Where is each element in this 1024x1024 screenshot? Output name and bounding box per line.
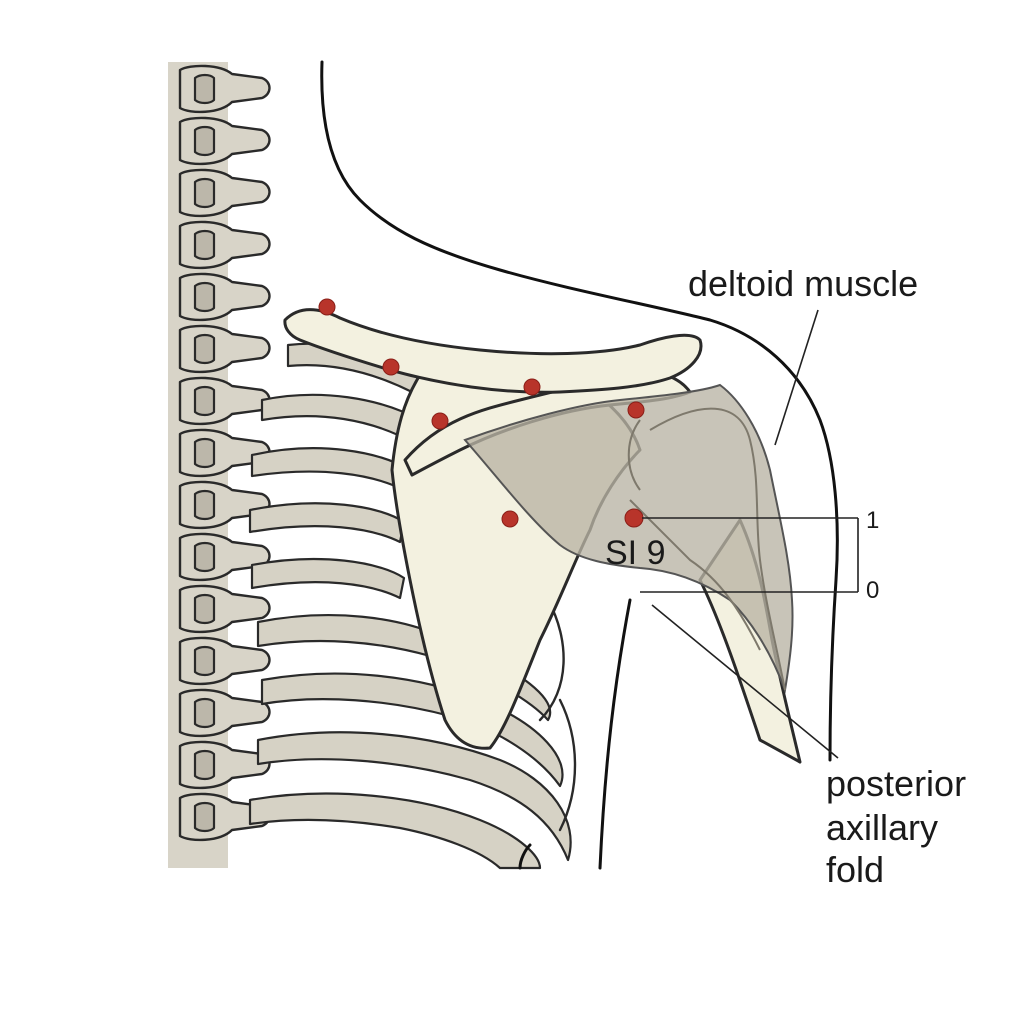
scale-top-label: 1 [866,507,879,534]
deltoid-label: deltoid muscle [688,263,918,304]
spinous-process [193,541,216,573]
acupoint-marker [382,358,400,376]
vertebra [178,168,271,218]
deltoid-leader-line [774,309,819,446]
measurement-bracket [640,517,859,593]
spinous-process [193,697,216,729]
spinous-process [193,333,216,365]
vertebra [178,324,271,374]
vertebra [178,116,271,166]
acupoint-marker [523,378,541,396]
vertebra [178,636,271,686]
vertebra [178,272,271,322]
spinous-process [193,281,216,313]
spine [168,62,271,868]
vertebra [178,220,271,270]
spinous-process [193,749,216,781]
acupoint-marker [627,401,645,419]
vertebra [178,584,271,634]
fold-label-line-3: fold [826,849,884,890]
fold-label-line-1: posterior [826,763,966,804]
spinous-process [193,801,216,833]
spinous-process [193,177,216,209]
si9-acupoint-marker [624,508,644,528]
acupoints [318,298,645,528]
spinous-process [193,229,216,261]
spinous-process [193,385,216,417]
spinous-process [193,489,216,521]
scale-bottom-label: 0 [866,577,879,604]
si9-label: SI 9 [605,534,665,572]
vertebra [178,688,271,738]
vertebra [178,376,271,426]
acupoint-marker [318,298,336,316]
body-outline [320,60,839,870]
spinous-process [193,593,216,625]
acupoint-marker [501,510,519,528]
spinous-process [193,645,216,677]
spinous-process [193,125,216,157]
fold-label-line-2: axillary [826,807,938,848]
deltoid-muscle [463,383,794,694]
spinous-process [193,437,216,469]
vertebra [178,64,271,114]
spinous-process [193,73,216,105]
fold-leader-line [651,604,839,759]
vertebra [178,740,271,790]
acupoint-marker [431,412,449,430]
